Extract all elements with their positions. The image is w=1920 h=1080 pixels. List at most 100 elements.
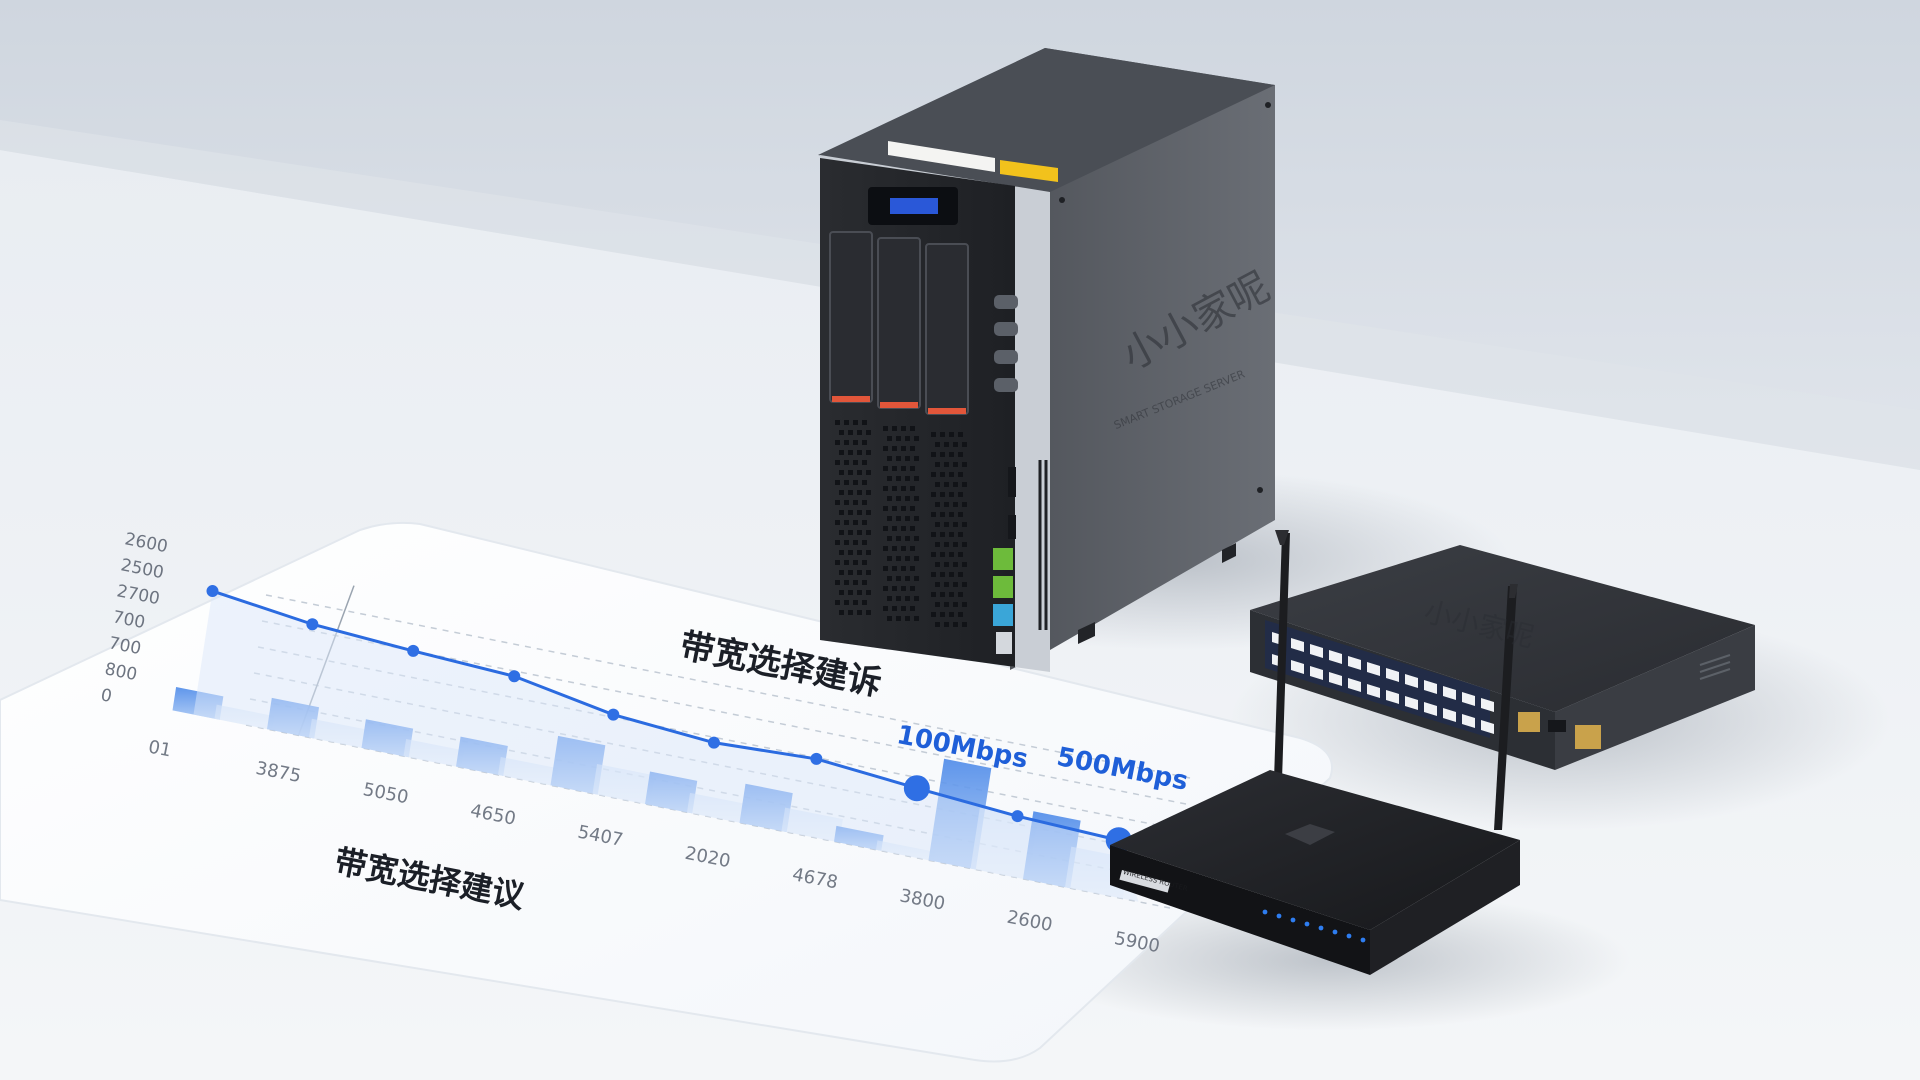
vent-hole (914, 476, 919, 481)
vent-hole (944, 582, 949, 587)
vent-hole (910, 546, 915, 551)
switch-port (1329, 672, 1342, 686)
vent-hole (839, 530, 844, 535)
vent-hole (910, 466, 915, 471)
switch-port (1386, 667, 1399, 682)
vent-hole (901, 606, 906, 611)
vent-hole (848, 430, 853, 435)
vent-hole (940, 452, 945, 457)
vent-hole (935, 542, 940, 547)
vent-hole (839, 610, 844, 615)
vent-hole (887, 596, 892, 601)
vent-hole (857, 590, 862, 595)
switch-port (1291, 660, 1304, 674)
vent-hole (848, 610, 853, 615)
vent-hole (883, 466, 888, 471)
vent-hole (848, 470, 853, 475)
vent-hole (914, 536, 919, 541)
vent-hole (949, 472, 954, 477)
vent-hole (887, 496, 892, 501)
chart-series-line (212, 589, 1120, 842)
vent-hole (905, 576, 910, 581)
vent-hole (949, 532, 954, 537)
vent-hole (866, 550, 871, 555)
vent-hole (848, 510, 853, 515)
chart-point (306, 618, 319, 631)
vent-hole (935, 562, 940, 567)
vent-hole (853, 460, 858, 465)
vent-hole (844, 520, 849, 525)
vent-hole (883, 446, 888, 451)
vent-hole (935, 442, 940, 447)
vent-hole (931, 552, 936, 557)
vent-hole (935, 502, 940, 507)
switch-port (1367, 662, 1380, 676)
vent-hole (940, 472, 945, 477)
vent-hole (949, 572, 954, 577)
nas-server (818, 48, 1275, 672)
vent-hole (901, 586, 906, 591)
vent-hole (835, 500, 840, 505)
switch-port (1310, 643, 1323, 658)
vent-hole (931, 592, 936, 597)
vent-hole (857, 550, 862, 555)
switch-port (1310, 665, 1323, 680)
vent-hole (883, 606, 888, 611)
router-led (1332, 929, 1338, 935)
x-tick-label: 01 (147, 737, 173, 762)
vent-hole (944, 542, 949, 547)
vent-hole (914, 596, 919, 601)
vent-hole (910, 586, 915, 591)
vent-hole (892, 486, 897, 491)
vent-hole (962, 482, 967, 487)
vent-hole (862, 560, 867, 565)
vent-hole (962, 522, 967, 527)
vent-hole (914, 516, 919, 521)
vent-hole (953, 502, 958, 507)
vent-hole (844, 560, 849, 565)
vent-hole (835, 560, 840, 565)
vent-hole (848, 530, 853, 535)
vent-hole (839, 590, 844, 595)
vent-hole (901, 426, 906, 431)
vent-hole (940, 552, 945, 557)
vent-hole (962, 602, 967, 607)
vent-hole (848, 570, 853, 575)
vent-hole (914, 616, 919, 621)
vent-hole (844, 540, 849, 545)
switch-port (1481, 720, 1494, 734)
vent-hole (910, 526, 915, 531)
vent-hole (862, 580, 867, 585)
vent-hole (892, 546, 897, 551)
vent-hole (883, 566, 888, 571)
vent-hole (844, 460, 849, 465)
vent-hole (896, 436, 901, 441)
router-led (1346, 933, 1352, 939)
vent-hole (910, 566, 915, 571)
vent-hole (949, 492, 954, 497)
vent-hole (910, 446, 915, 451)
vent-hole (940, 592, 945, 597)
vent-hole (866, 590, 871, 595)
switch-port (1424, 701, 1437, 716)
vent-hole (844, 420, 849, 425)
vent-hole (839, 550, 844, 555)
vent-hole (883, 486, 888, 491)
vent-hole (866, 430, 871, 435)
vent-hole (931, 512, 936, 517)
vent-hole (962, 502, 967, 507)
wifi-router (1110, 530, 1520, 975)
vent-hole (853, 560, 858, 565)
vent-hole (896, 616, 901, 621)
vent-hole (835, 420, 840, 425)
vent-hole (940, 612, 945, 617)
vent-hole (862, 480, 867, 485)
vent-hole (949, 432, 954, 437)
vent-hole (857, 530, 862, 535)
vent-hole (935, 482, 940, 487)
vent-hole (905, 436, 910, 441)
vent-hole (949, 592, 954, 597)
vent-hole (962, 562, 967, 567)
vent-hole (935, 622, 940, 627)
